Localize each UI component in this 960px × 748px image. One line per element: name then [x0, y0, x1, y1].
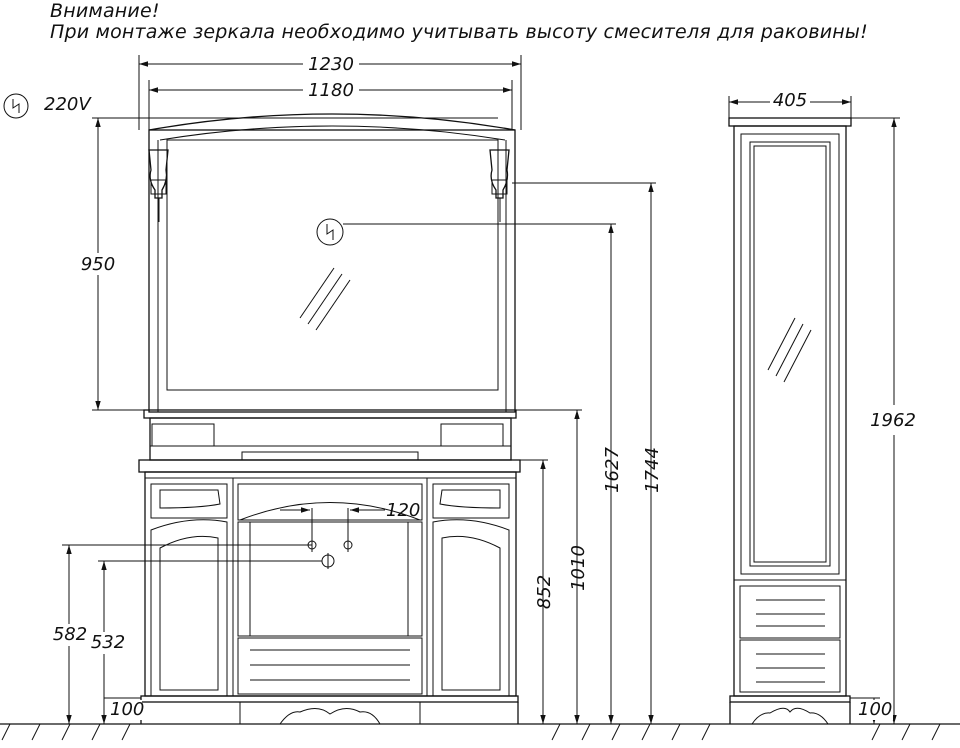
- dim-drain-height: 532: [91, 632, 125, 653]
- dim-cabinet-height: 1962: [870, 410, 916, 431]
- mirror-shelf: [143, 409, 517, 461]
- dim-inlet-height: 582: [53, 624, 87, 645]
- dim-plinth-vanity: 100: [110, 699, 144, 720]
- lightning-icon: [3, 93, 29, 119]
- dim-faucet-spacing: 120: [386, 500, 420, 521]
- warning-title: Внимание!: [50, 0, 160, 22]
- dim-plinth-cabinet: 100: [858, 699, 892, 720]
- lamp-right: [489, 149, 510, 222]
- dim-socket-height: 1627: [602, 447, 623, 493]
- lamp-left: [148, 149, 169, 222]
- dim-lamp-height: 1744: [642, 447, 663, 493]
- floor-line: [0, 723, 960, 741]
- mirror: [148, 113, 516, 413]
- voltage-label: 220V: [44, 94, 92, 115]
- tall-cabinet: [728, 117, 852, 725]
- socket-lightning-icon: [316, 218, 344, 246]
- dim-mirror-frame-width: 1230: [308, 54, 354, 75]
- dim-countertop-height: 852: [534, 575, 555, 609]
- electrical-label-220v: 220V: [3, 93, 92, 119]
- dim-mirror-inner-width: 1180: [308, 80, 354, 101]
- dimension-lines: 1230 1180 220V 950 120 1744 1627: [3, 50, 918, 724]
- mirror-reflection-marks: [299, 267, 351, 331]
- dim-cabinet-width: 405: [773, 90, 807, 111]
- vanity-unit: [138, 459, 521, 725]
- dim-mirror-height: 950: [81, 254, 115, 275]
- warning-text: При монтаже зеркала необходимо учитывать…: [50, 21, 868, 43]
- dim-mirror-bottom: 1010: [568, 545, 589, 591]
